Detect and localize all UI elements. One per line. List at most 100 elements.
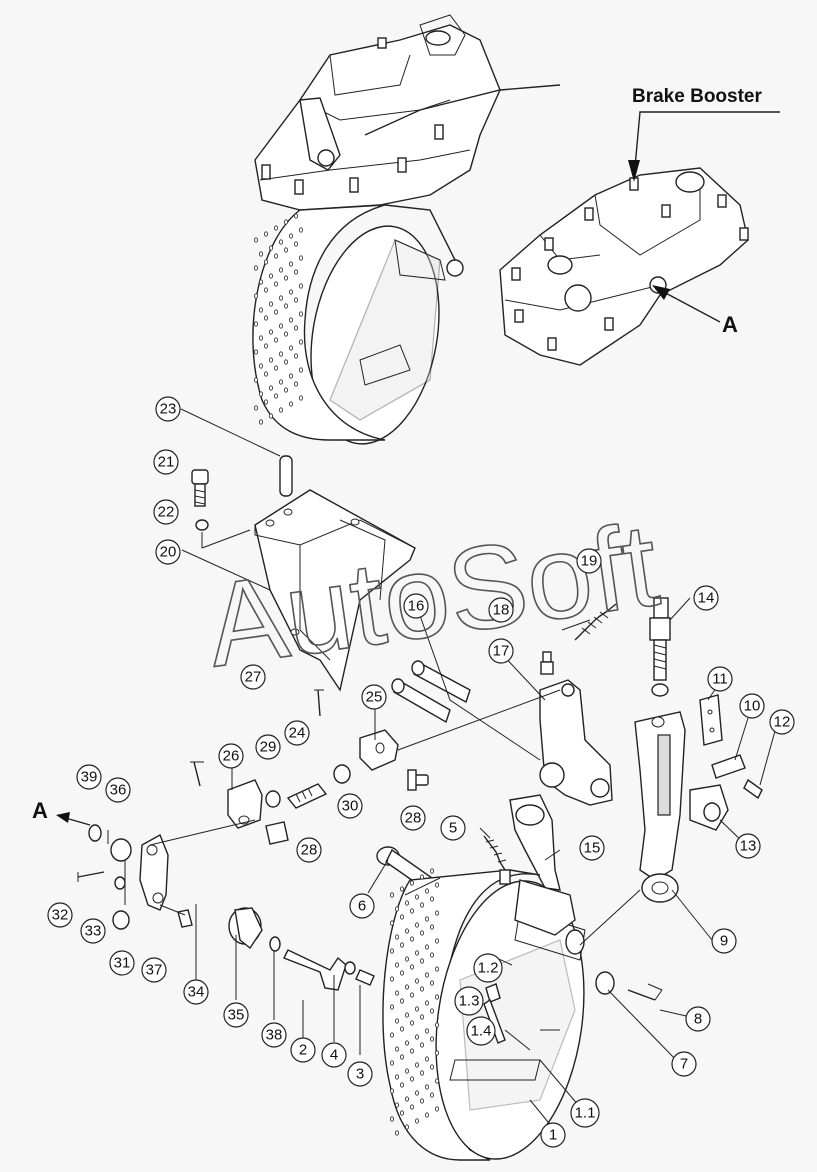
drum-hole (273, 281, 278, 287)
callout-35: 35 (223, 1002, 249, 1028)
drum-hole (404, 1124, 409, 1130)
grease-nipple-18 (540, 651, 554, 675)
roller-35 (228, 907, 263, 950)
drum-hole (434, 966, 439, 972)
callout-11: 11 (707, 666, 733, 692)
drum-hole (258, 391, 263, 397)
callout-22: 22 (153, 499, 179, 525)
callout-7: 7 (671, 1051, 697, 1077)
drum-hole (273, 337, 278, 343)
drum-hole (273, 309, 278, 315)
drum-hole (404, 1068, 409, 1074)
nut-30 (333, 764, 351, 784)
bolt-28-upper (407, 769, 429, 791)
svg-text:3: 3 (356, 1066, 364, 1083)
callout-34: 34 (183, 979, 209, 1005)
callout-1.2: 1.2 (473, 953, 503, 983)
callout-28-upper: 28 (400, 805, 426, 831)
drum-hole (409, 1076, 414, 1082)
callout-37: 37 (141, 957, 167, 983)
drum-hole (404, 984, 409, 990)
drum-hole (258, 419, 263, 425)
callout-4: 4 (321, 1042, 347, 1068)
drum-hole (404, 900, 409, 906)
rod-14 (649, 597, 671, 697)
svg-text:1.4: 1.4 (471, 1023, 492, 1040)
drum-hole (298, 367, 303, 373)
adjuster-24 (286, 783, 328, 809)
drum-hole (424, 1028, 429, 1034)
drum-hole (434, 994, 439, 1000)
svg-text:1: 1 (549, 1127, 557, 1144)
svg-text:6: 6 (358, 898, 366, 915)
washer-38 (269, 936, 281, 952)
drum-hole (288, 317, 293, 323)
bolt-12 (743, 778, 763, 800)
drum-hole (424, 1056, 429, 1062)
drum-hole (419, 1070, 424, 1076)
svg-text:15: 15 (584, 840, 601, 857)
drum-hole (253, 377, 258, 383)
drum-hole (419, 874, 424, 880)
drum-hole (283, 247, 288, 253)
drum-holes-lower (389, 868, 439, 1136)
pins-16 (391, 660, 471, 724)
block-13 (689, 784, 729, 831)
drum-hole (268, 329, 273, 335)
svg-text:17: 17 (493, 643, 510, 660)
drum-hole (409, 1104, 414, 1110)
drum-hole (389, 1032, 394, 1038)
drum-hole (409, 908, 414, 914)
drum-hole (434, 910, 439, 916)
link-9 (634, 711, 686, 903)
callout-30: 30 (337, 793, 363, 819)
drum-hole (434, 1106, 439, 1112)
drum-hole (434, 882, 439, 888)
callout-1.1: 1.1 (570, 1098, 600, 1128)
svg-text:18: 18 (493, 602, 510, 619)
svg-text:27: 27 (245, 669, 262, 686)
svg-text:32: 32 (52, 907, 69, 924)
drum-hole (273, 253, 278, 259)
drum-hole (389, 976, 394, 982)
drum-hole (283, 359, 288, 365)
bolt-3 (355, 969, 375, 986)
drum-hole (253, 293, 258, 299)
svg-text:36: 36 (110, 782, 127, 799)
nut-29 (265, 790, 281, 808)
drum-hole (419, 930, 424, 936)
drum-hole (293, 325, 298, 331)
drum-hole (258, 251, 263, 257)
drum-hole (298, 395, 303, 401)
drum-hole (389, 892, 394, 898)
svg-text:10: 10 (744, 698, 761, 715)
svg-text:14: 14 (698, 590, 715, 607)
drum-hole (399, 1054, 404, 1060)
drum-hole (419, 1014, 424, 1020)
svg-text:2: 2 (299, 1042, 307, 1059)
svg-text:7: 7 (680, 1056, 688, 1073)
svg-text:4: 4 (330, 1047, 338, 1064)
drum-hole (253, 349, 258, 355)
drum-hole (394, 906, 399, 912)
drum-hole (288, 401, 293, 407)
drum-hole (424, 972, 429, 978)
callout-15: 15 (579, 835, 605, 861)
drum-hole (268, 385, 273, 391)
support-bracket (254, 489, 416, 692)
drum-hole (394, 934, 399, 940)
bushing-31 (112, 910, 130, 930)
drum-hole (429, 1064, 434, 1070)
drum-hole (394, 990, 399, 996)
callout-17: 17 (488, 638, 514, 664)
bolt-21 (191, 469, 209, 507)
drum-hole (394, 1074, 399, 1080)
svg-text:16: 16 (408, 598, 425, 615)
drum-hole (434, 1050, 439, 1056)
svg-text:24: 24 (289, 725, 306, 742)
drum-hole (268, 301, 273, 307)
drum-hole (283, 303, 288, 309)
brake-booster (499, 167, 749, 366)
drum-hole (404, 928, 409, 934)
clevis-26 (227, 779, 263, 829)
